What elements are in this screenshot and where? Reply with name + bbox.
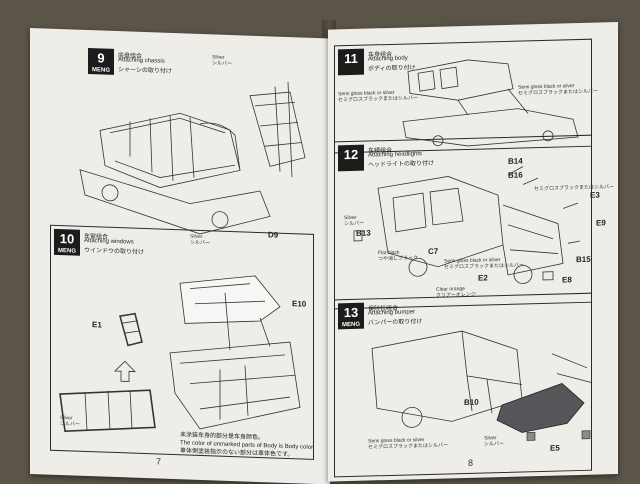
left-page: 9 MENG 底盘组合 Attaching chassis シャーシの取り付け … [30,28,330,484]
part-label-d9: D9 [268,230,279,240]
step-10-note: 未涂装车身的部分是车身颜色。 The color of unmarked par… [180,431,320,460]
left-page-number: 7 [156,456,162,467]
part-label-e9: E9 [596,218,606,228]
right-page-number: 8 [468,457,474,468]
bumper-drawing [371,330,593,441]
step-9-color-jp: シルバー [212,60,233,68]
step-13-title-en: Attaching bumper [368,309,416,317]
step-11-badge: 11 [338,48,364,76]
chassis-drawing [79,82,306,235]
step-9-number: 9 [97,50,105,66]
step-11-number: 11 [344,50,358,67]
part-label-e3: E3 [590,190,600,200]
headlights-drawing [353,166,581,284]
windows-drawing [59,275,301,433]
step-9-color-callout: Silver シルバー [212,54,232,67]
body-drawing [402,59,579,147]
right-page: 11 车身组合 Attaching body ボディの取り付け Semi glo… [328,22,618,482]
